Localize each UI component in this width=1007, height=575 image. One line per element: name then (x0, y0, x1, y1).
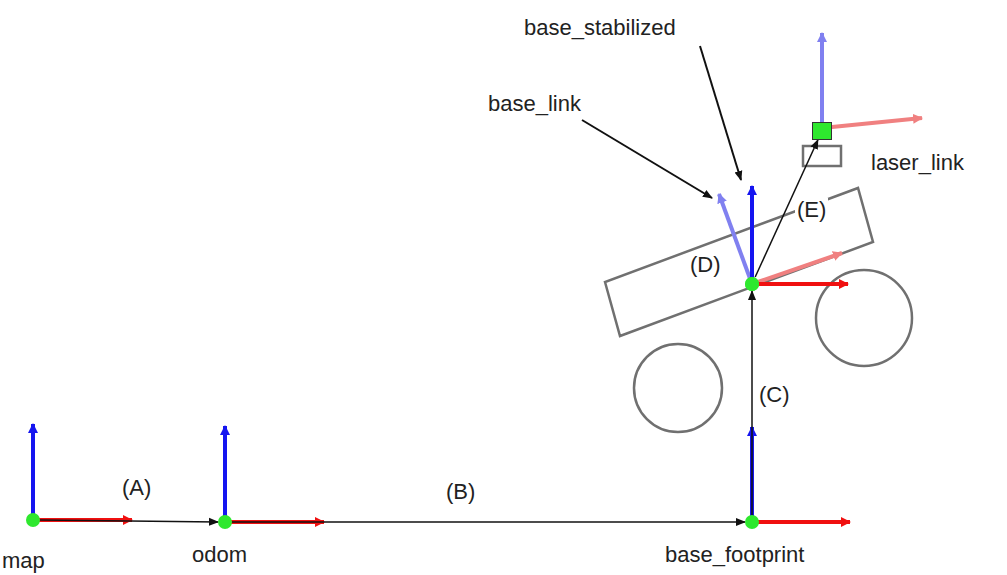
transform-arrow (751, 291, 753, 515)
transform-arrow (40, 520, 218, 522)
coordinate-frame: base_footprint (745, 515, 759, 529)
transform-label: (A) (120, 476, 153, 500)
frame-name: map (2, 549, 45, 573)
frame-name: laser_link (871, 151, 964, 175)
coordinate-frame: laser_link (812, 122, 832, 140)
frame-axes (33, 33, 922, 522)
leader-line (582, 46, 741, 198)
transform-label: (C) (757, 383, 792, 407)
coordinate-frame: map (26, 513, 40, 527)
frame-name: base_footprint (665, 543, 804, 567)
coordinate-frame: odom (218, 515, 232, 529)
transform-arrow (232, 521, 745, 523)
frame-name: odom (192, 543, 247, 567)
coordinate-frame: base_link (745, 277, 759, 291)
robot-outline (605, 146, 912, 432)
frame-name: base_link (488, 92, 581, 116)
transform-label: (E) (795, 198, 828, 222)
frame-name: base_stabilized (524, 16, 676, 40)
transform-label: (B) (444, 480, 477, 504)
transform-label: (D) (688, 253, 723, 277)
